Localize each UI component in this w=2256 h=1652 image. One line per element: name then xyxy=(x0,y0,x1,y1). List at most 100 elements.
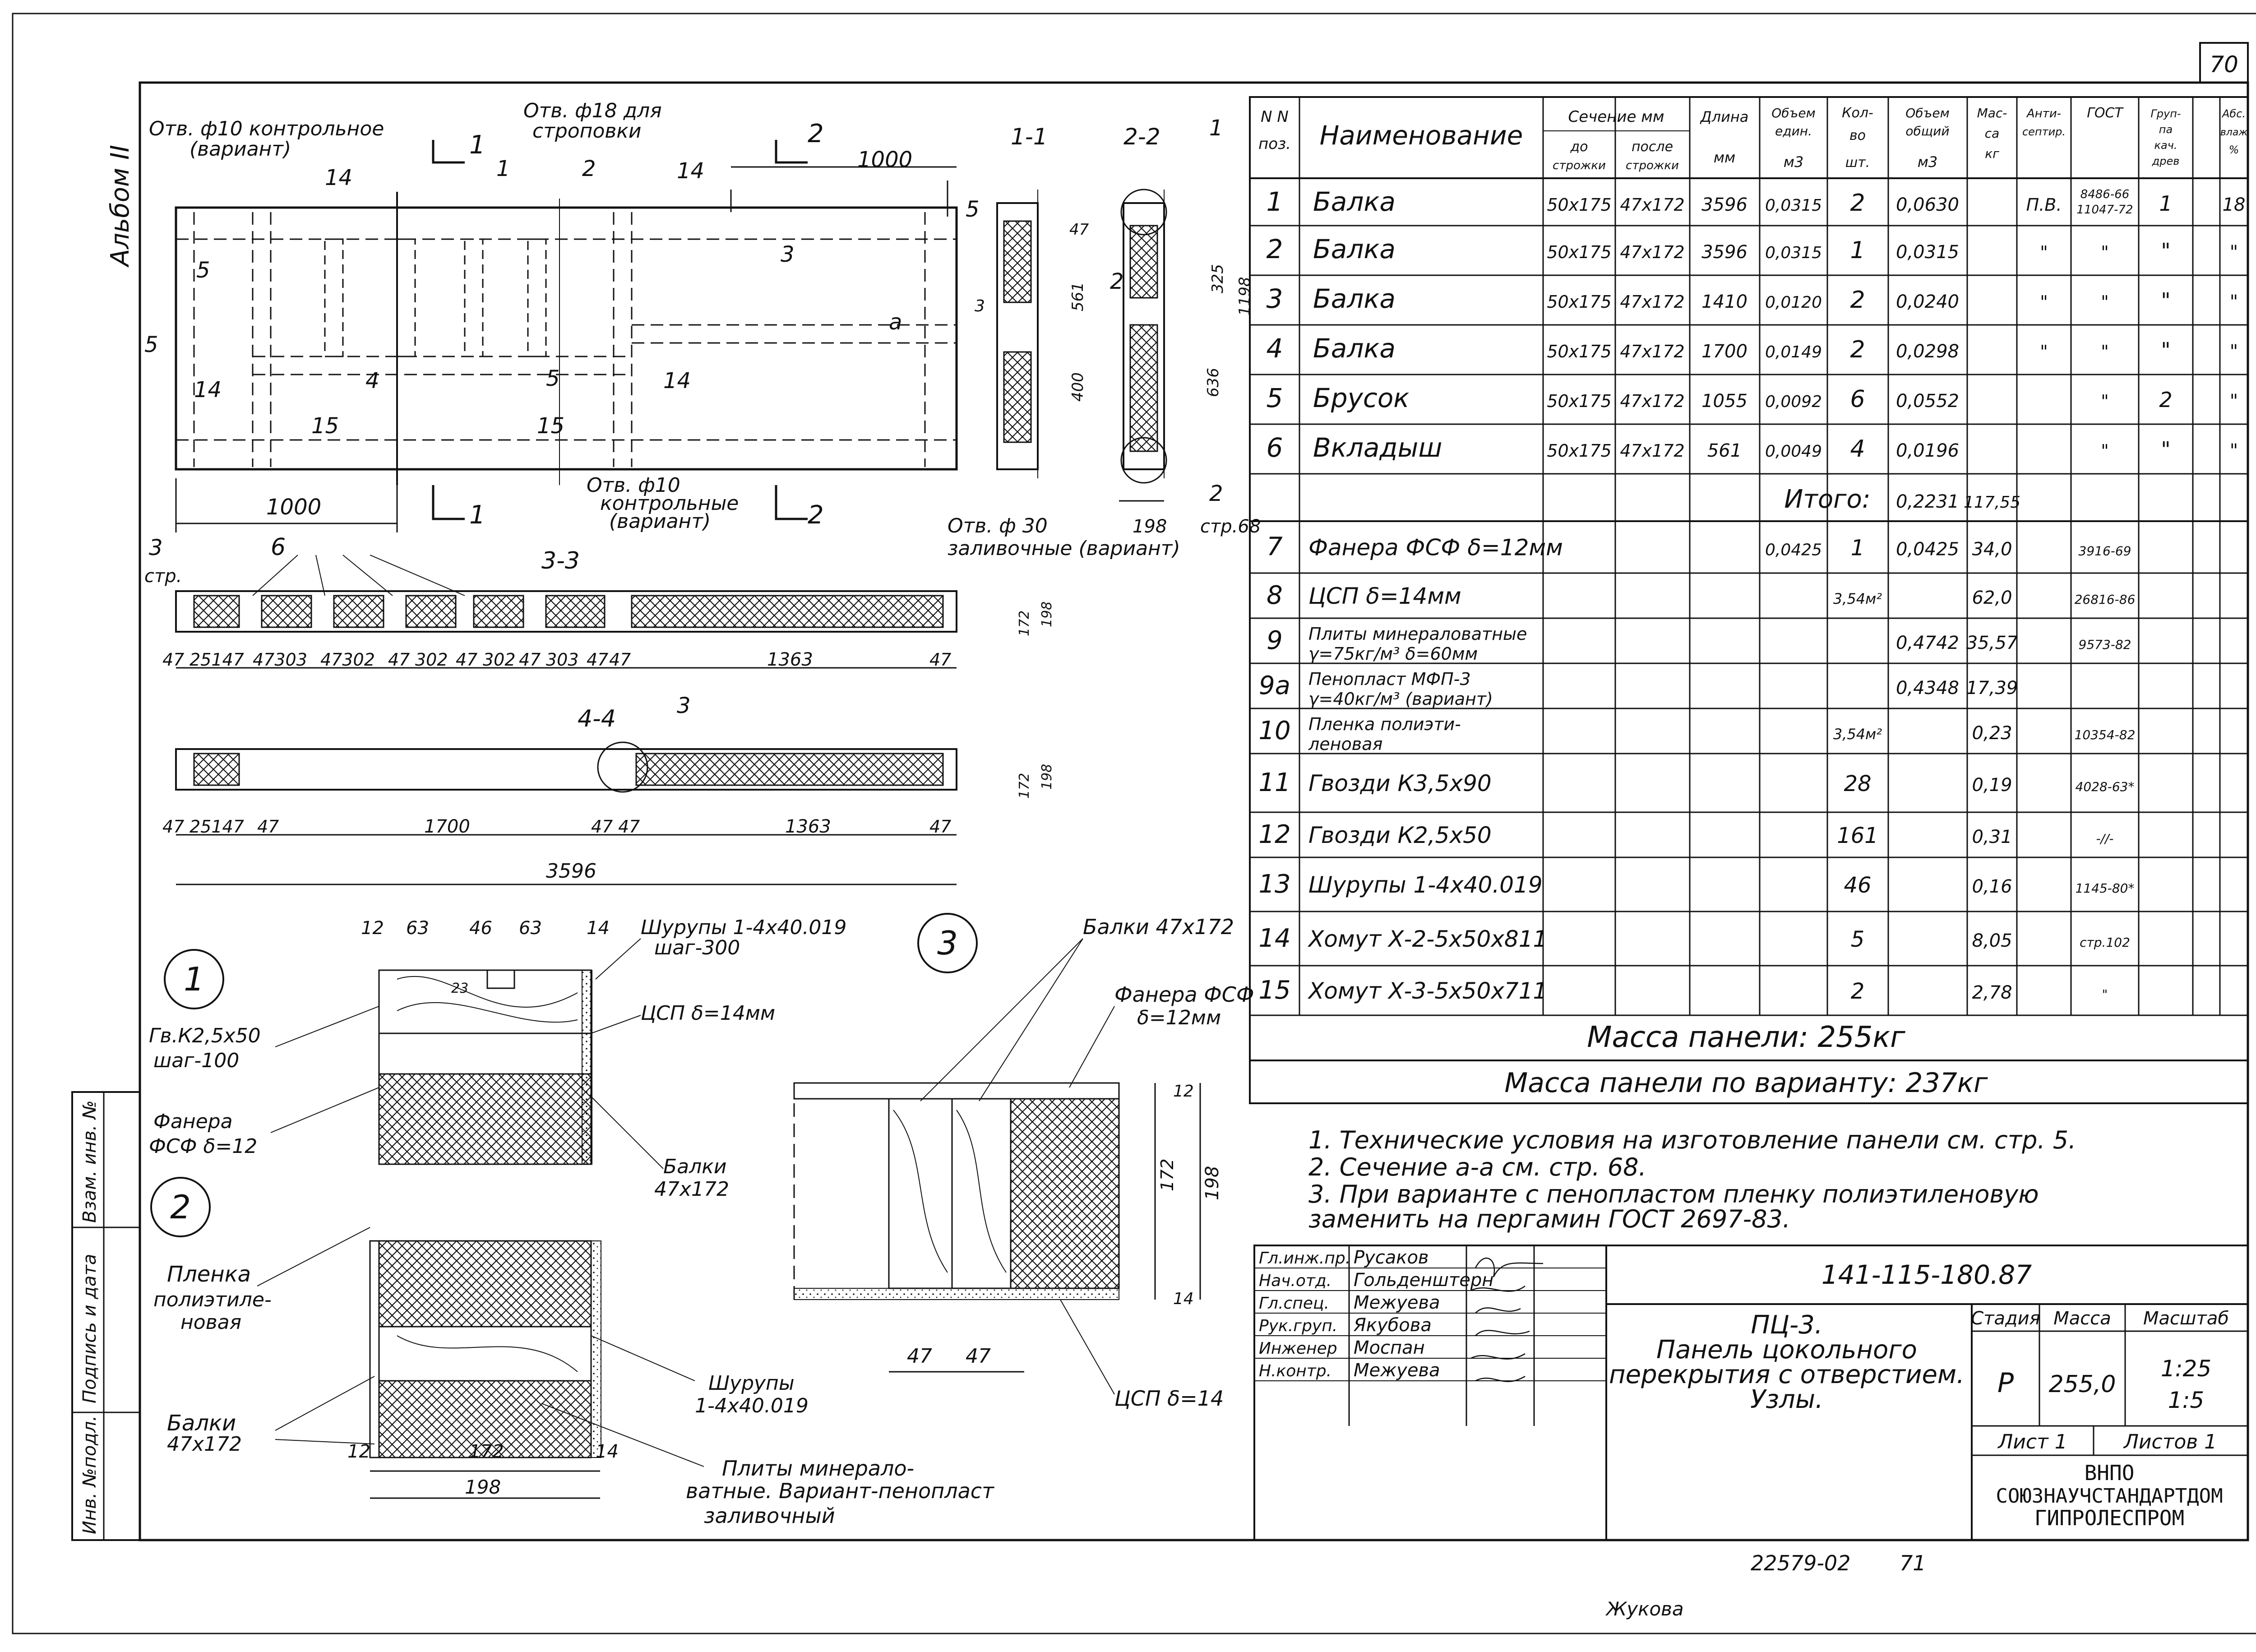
spec-row2-num: 8 xyxy=(1267,581,1283,610)
svg-text:198: 198 xyxy=(1202,1166,1223,1200)
itogo-label: Итого: xyxy=(1784,485,1870,514)
spec-row-gost: " xyxy=(2101,242,2108,262)
svg-text:12: 12 xyxy=(1173,1082,1194,1101)
spec-row-vu: 0,0149 xyxy=(1765,343,1822,361)
spec-row-length: 3596 xyxy=(1701,242,1747,263)
svg-text:2: 2 xyxy=(808,500,824,530)
spec-row-num: 3 xyxy=(1267,283,1283,314)
spec-row-before: 50x175 xyxy=(1547,342,1611,361)
svg-text:3: 3 xyxy=(781,242,795,267)
spec-row-num: 5 xyxy=(1267,383,1283,413)
svg-text:47: 47 xyxy=(162,817,184,837)
title-line-1: ПЦ-3. xyxy=(1751,1310,1822,1340)
svg-text:новая: новая xyxy=(180,1311,241,1334)
margin-sign: Подпись и дата xyxy=(79,1254,100,1403)
margin-stamp: Инв. №подл. Подпись и дата Взам. инв. № xyxy=(71,1091,141,1541)
spec-row2-num: 7 xyxy=(1267,532,1283,562)
node3-plywood: Фанера ФСФ xyxy=(1114,982,1254,1007)
plan-labels: Отв. ф10 контрольное (вариант) Отв. ф18 … xyxy=(144,99,985,533)
staff-role: Инженер xyxy=(1259,1339,1337,1358)
spec-row-gost: 8486-66 xyxy=(2080,188,2130,201)
section-33: 3-3 6 3 стр. 172 198 xyxy=(144,534,1055,669)
spec-row2-qty: 28 xyxy=(1844,771,1871,796)
spec-row2-num: 12 xyxy=(1258,820,1290,849)
spec-row-length: 3596 xyxy=(1701,194,1747,215)
hdr-vt-b: общий xyxy=(1905,124,1949,139)
spec-row-vu: 0,0315 xyxy=(1765,244,1822,262)
margin-replace: Взам. инв. № xyxy=(79,1100,100,1223)
svg-text:3: 3 xyxy=(149,535,163,560)
title-block-text: 141-115-180.87 ПЦ-3. Панель цокольного п… xyxy=(1609,1259,2229,1530)
spec-row-vt: 0,0315 xyxy=(1896,242,1959,263)
spec-row-vt: 0,0630 xyxy=(1896,194,1959,215)
spec-row-name: Брусок xyxy=(1313,383,1409,413)
svg-text:Масштаб: Масштаб xyxy=(2143,1308,2229,1329)
svg-text:1: 1 xyxy=(1209,116,1223,141)
spec-row2-name: Пленка полиэти- xyxy=(1308,714,1461,734)
svg-text:47: 47 xyxy=(929,650,951,670)
spec-row2-num: 9 xyxy=(1267,626,1283,655)
spec-row-qty: 2 xyxy=(1850,287,1865,314)
spec-row2-vt: 0,4742 xyxy=(1896,633,1959,653)
svg-text:3: 3 xyxy=(677,693,691,718)
spec-row-before: 50x175 xyxy=(1547,292,1611,312)
hdr-num: N N xyxy=(1261,108,1289,126)
spec-row2-name: Гвозди К3,5x90 xyxy=(1308,770,1492,796)
staff-role: Нач.отд. xyxy=(1259,1272,1331,1290)
note-1: 1. Технические условия на изготовление п… xyxy=(1308,1126,2076,1154)
sheet-number: 70 xyxy=(2210,51,2238,78)
svg-text:47: 47 xyxy=(388,650,410,670)
itogo-mass: 117,55 xyxy=(1964,493,2020,512)
spec-row2-qty: 46 xyxy=(1844,873,1871,898)
spec-row2-name: ЦСП δ=14мм xyxy=(1308,583,1461,609)
node1-beams: Балки xyxy=(663,1155,726,1178)
svg-text:14: 14 xyxy=(325,165,352,190)
spec-row2-mass: 2,78 xyxy=(1972,982,2012,1003)
hdr-antisep: Анти- xyxy=(2026,107,2061,120)
svg-text:a: a xyxy=(889,310,902,335)
hdr-section: Сечение мм xyxy=(1568,108,1664,126)
svg-text:3: 3 xyxy=(975,297,985,315)
spec-row-after: 47x172 xyxy=(1620,342,1684,361)
hdr-vu-b: един. xyxy=(1775,124,1812,139)
hdr-mass: Мас- xyxy=(1977,106,2007,120)
spec-row-num: 6 xyxy=(1267,432,1283,463)
spec-row-num: 1 xyxy=(1267,186,1283,217)
svg-text:561: 561 xyxy=(1069,282,1087,311)
hole10-label: Отв. ф10 контрольное xyxy=(149,117,384,140)
svg-text:5: 5 xyxy=(966,197,980,222)
svg-text:47: 47 xyxy=(587,650,608,670)
spec-row-vu: 0,0315 xyxy=(1765,196,1822,215)
hdr-group: Груп- xyxy=(2150,107,2181,120)
spec-row2-name-b: леновая xyxy=(1308,734,1382,754)
svg-text:3: 3 xyxy=(937,924,958,962)
hdr-mass-b: са xyxy=(1985,126,2000,141)
node1-nails: Гв.К2,5x50 xyxy=(149,1024,261,1047)
note-3b: заменить на пергамин ГОСТ 2697-83. xyxy=(1308,1205,1790,1233)
svg-text:14: 14 xyxy=(677,158,704,184)
hole18-label-b: строповки xyxy=(532,120,641,143)
spec-row2-num: 15 xyxy=(1258,976,1290,1005)
spec-row2-gost: 9573-82 xyxy=(2079,637,2131,652)
hdr-antisep-b: септир. xyxy=(2022,125,2066,138)
spec-row-group: " xyxy=(2161,288,2170,313)
staff-role: Гл.спец. xyxy=(1259,1294,1329,1313)
title-line-4: Узлы. xyxy=(1750,1385,1823,1414)
mass-value: 255,0 xyxy=(2049,1371,2116,1398)
section-22: 2-2 325 636 1198 198 стр.68 2 2 1 Отв. ф… xyxy=(948,116,1261,560)
page-number: 71 xyxy=(1900,1551,1926,1575)
spec-row-after: 47x172 xyxy=(1620,242,1684,262)
hdr-vu-c: м3 xyxy=(1784,153,1804,171)
spec-row2-qty: 161 xyxy=(1837,823,1878,848)
bottom-signature: Жукова xyxy=(1605,1598,1684,1620)
note-3: 3. При варианте с пенопластом пленку пол… xyxy=(1308,1180,2039,1208)
spec-row-name: Балка xyxy=(1313,283,1396,314)
spec-row-vu: 0,0092 xyxy=(1765,393,1822,411)
svg-text:заливочные (вариант): заливочные (вариант) xyxy=(948,537,1180,560)
stage-value: Р xyxy=(1997,1367,2014,1399)
hole18-label: Отв. ф18 для xyxy=(523,99,662,122)
spec-row2-num: 9а xyxy=(1259,671,1290,700)
spec-row2-vt: 0,0425 xyxy=(1896,539,1959,560)
spec-row2-name: Плиты минераловатные xyxy=(1308,624,1527,644)
